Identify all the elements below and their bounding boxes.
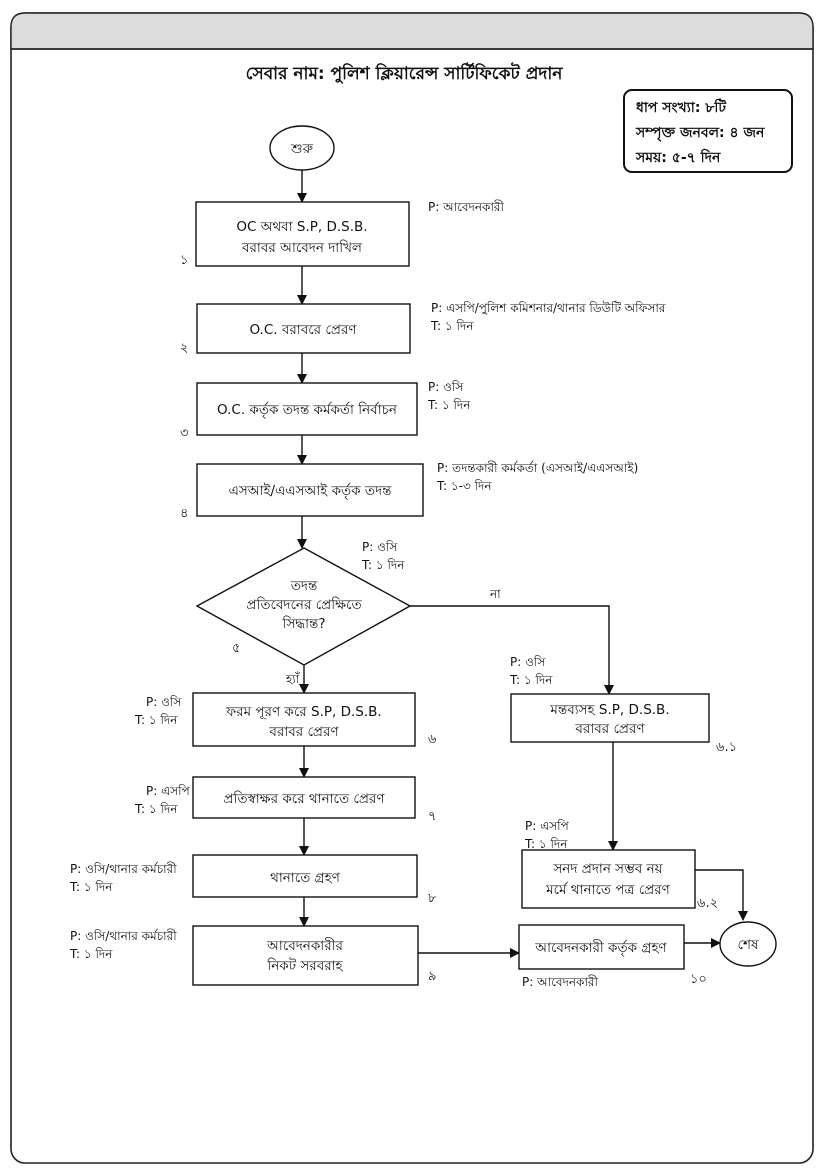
step-9-number: ৯ (428, 969, 436, 984)
step-4-number: ৪ (180, 506, 188, 521)
step-7-time: T: ১ দিন (134, 802, 178, 816)
step-6-time: T: ১ দিন (134, 713, 178, 727)
end-label: শেষ (738, 937, 759, 953)
page-title: সেবার নাম: পুলিশ ক্লিয়ারেন্স সার্টিফিকে… (246, 62, 564, 84)
step-5-time: T: ১ দিন (361, 558, 405, 572)
step-5-decision: তদন্ত প্রতিবেদনের প্রেক্ষিতে সিদ্ধান্ত? (195, 547, 412, 666)
arrow-s5-s61 (410, 605, 614, 695)
step-2-line-1: O.C. বরাবরে প্রেরণ (249, 322, 357, 338)
step-9-time: T: ১ দিন (69, 947, 113, 961)
step-6-1-line-2: বরাবর প্রেরণ (574, 721, 645, 737)
step-4-line-1: এসআই/এএসআই কর্তৃক তদন্ত (229, 482, 393, 499)
summary-time: সময়: ৫-৭ দিন (635, 148, 721, 166)
step-3-time: T: ১ দিন (427, 398, 471, 412)
step-8-line-1: থানাতে গ্রহণ (270, 870, 341, 886)
summary-steps: ধাপ সংখ্যা: ৮টি (636, 98, 727, 116)
step-3-line-1: O.C. কর্তৃক তদন্ত কর্মকর্তা নির্বাচন (217, 401, 398, 418)
arrow-s62-end (695, 869, 748, 921)
step-6-1-number: ৬.১ (716, 740, 737, 755)
step-10-box: আবেদনকারী কর্তৃক গ্রহণ (518, 924, 685, 970)
step-8-number: ৮ (428, 891, 437, 906)
step-6-box: ফরম পূরণ করে S.P, D.S.B. বরাবর প্রেরণ (192, 692, 416, 747)
header-band (10, 12, 814, 50)
step-2-number: ২ (180, 341, 188, 356)
step-7-person: P: এসপি (146, 784, 191, 798)
step-1-person: P: আবেদনকারী (428, 200, 505, 214)
step-6-2-box: সনদ প্রদান সম্ভব নয় মর্মে থানাতে পত্র প… (521, 849, 696, 909)
step-4-time: T: ১-৩ দিন (436, 479, 492, 493)
step-5-line-2: প্রতিবেদনের প্রেক্ষিতে (246, 596, 362, 613)
step-6-2-time: T: ১ দিন (524, 837, 568, 851)
step-8-time: T: ১ দিন (69, 880, 113, 894)
step-8-person: P: ওসি/থানার কর্মচারী (70, 862, 177, 876)
step-10-line-1: আবেদনকারী কর্তৃক গ্রহণ (534, 939, 667, 956)
step-6-1-time: T: ১ দিন (509, 673, 553, 687)
step-6-1-person: P: ওসি (510, 655, 546, 669)
step-3-box: O.C. কর্তৃক তদন্ত কর্মকর্তা নির্বাচন (196, 382, 418, 436)
step-9-person: P: ওসি/থানার কর্মচারী (70, 929, 177, 943)
step-7-box: প্রতিস্বাক্ষর করে থানাতে প্রেরণ (192, 776, 416, 819)
step-5-person: P: ওসি (362, 540, 398, 554)
step-6-2-line-1: সনদ প্রদান সম্ভব নয় (552, 861, 663, 877)
step-6-person: P: ওসি (146, 695, 182, 709)
step-1-line-2: বরাবর আবেদন দাখিল (241, 239, 363, 256)
page-border (10, 12, 814, 1164)
step-2-person: P: এসপি/পুলিশ কমিশনার/থানার ডিউটি অফিসার (431, 301, 666, 316)
step-6-2-number: ৬.২ (697, 896, 718, 911)
step-6-1-box: মন্তব্যসহ S.P, D.S.B. বরাবর প্রেরণ (510, 693, 710, 743)
step-7-number: ৭ (428, 809, 436, 824)
step-1-number: ১ (180, 253, 188, 268)
step-6-line-2: বরাবর প্রেরণ (268, 724, 339, 740)
step-2-time: T: ১ দিন (430, 319, 474, 333)
step-1-line-1: OC অথবা S.P, D.S.B. (236, 219, 367, 235)
step-9-box: আবেদনকারীর নিকট সরবরাহ (192, 925, 419, 986)
step-8-box: থানাতে গ্রহণ (192, 854, 418, 898)
summary-manpower: সম্পৃক্ত জনবল: ৪ জন (635, 125, 765, 142)
step-5-number: ৫ (232, 641, 240, 656)
step-2-box: O.C. বরাবরে প্রেরণ (196, 303, 411, 354)
decision-no-label: না (489, 587, 501, 601)
step-10-number: ১০ (690, 972, 707, 987)
step-6-line-1: ফরম পূরণ করে S.P, D.S.B. (225, 704, 381, 720)
step-6-2-line-2: মর্মে থানাতে পত্র প্রেরণ (545, 881, 671, 898)
step-6-1-line-1: মন্তব্যসহ S.P, D.S.B. (549, 702, 669, 718)
start-label: শুরু (290, 141, 314, 157)
end-node: শেষ (719, 921, 777, 967)
step-5-line-1: তদন্ত (290, 578, 318, 594)
step-5-line-3: সিদ্ধান্ত? (281, 615, 325, 632)
step-6-number: ৬ (428, 732, 437, 747)
start-node: শুরু (269, 125, 335, 171)
step-9-line-2: নিকট সরবরাহ (266, 957, 343, 974)
step-7-line-1: প্রতিস্বাক্ষর করে থানাতে প্রেরণ (223, 790, 385, 807)
decision-yes-label: হ্যাঁ (285, 671, 300, 686)
summary-box: ধাপ সংখ্যা: ৮টি সম্পৃক্ত জনবল: ৪ জন সময়… (623, 89, 793, 173)
step-10-person: P: আবেদনকারী (522, 975, 599, 989)
connectors (297, 170, 748, 958)
step-9-line-1: আবেদনকারীর (266, 937, 343, 954)
step-1-box: OC অথবা S.P, D.S.B. বরাবর আবেদন দাখিল (195, 201, 410, 267)
step-3-person: P: ওসি (428, 380, 464, 394)
step-4-person: P: তদন্তকারী কর্মকর্তা (এসআই/এএসআই) (437, 461, 638, 475)
step-3-number: ৩ (180, 426, 188, 441)
step-6-2-person: P: এসপি (525, 819, 570, 833)
step-4-box: এসআই/এএসআই কর্তৃক তদন্ত (196, 463, 424, 517)
